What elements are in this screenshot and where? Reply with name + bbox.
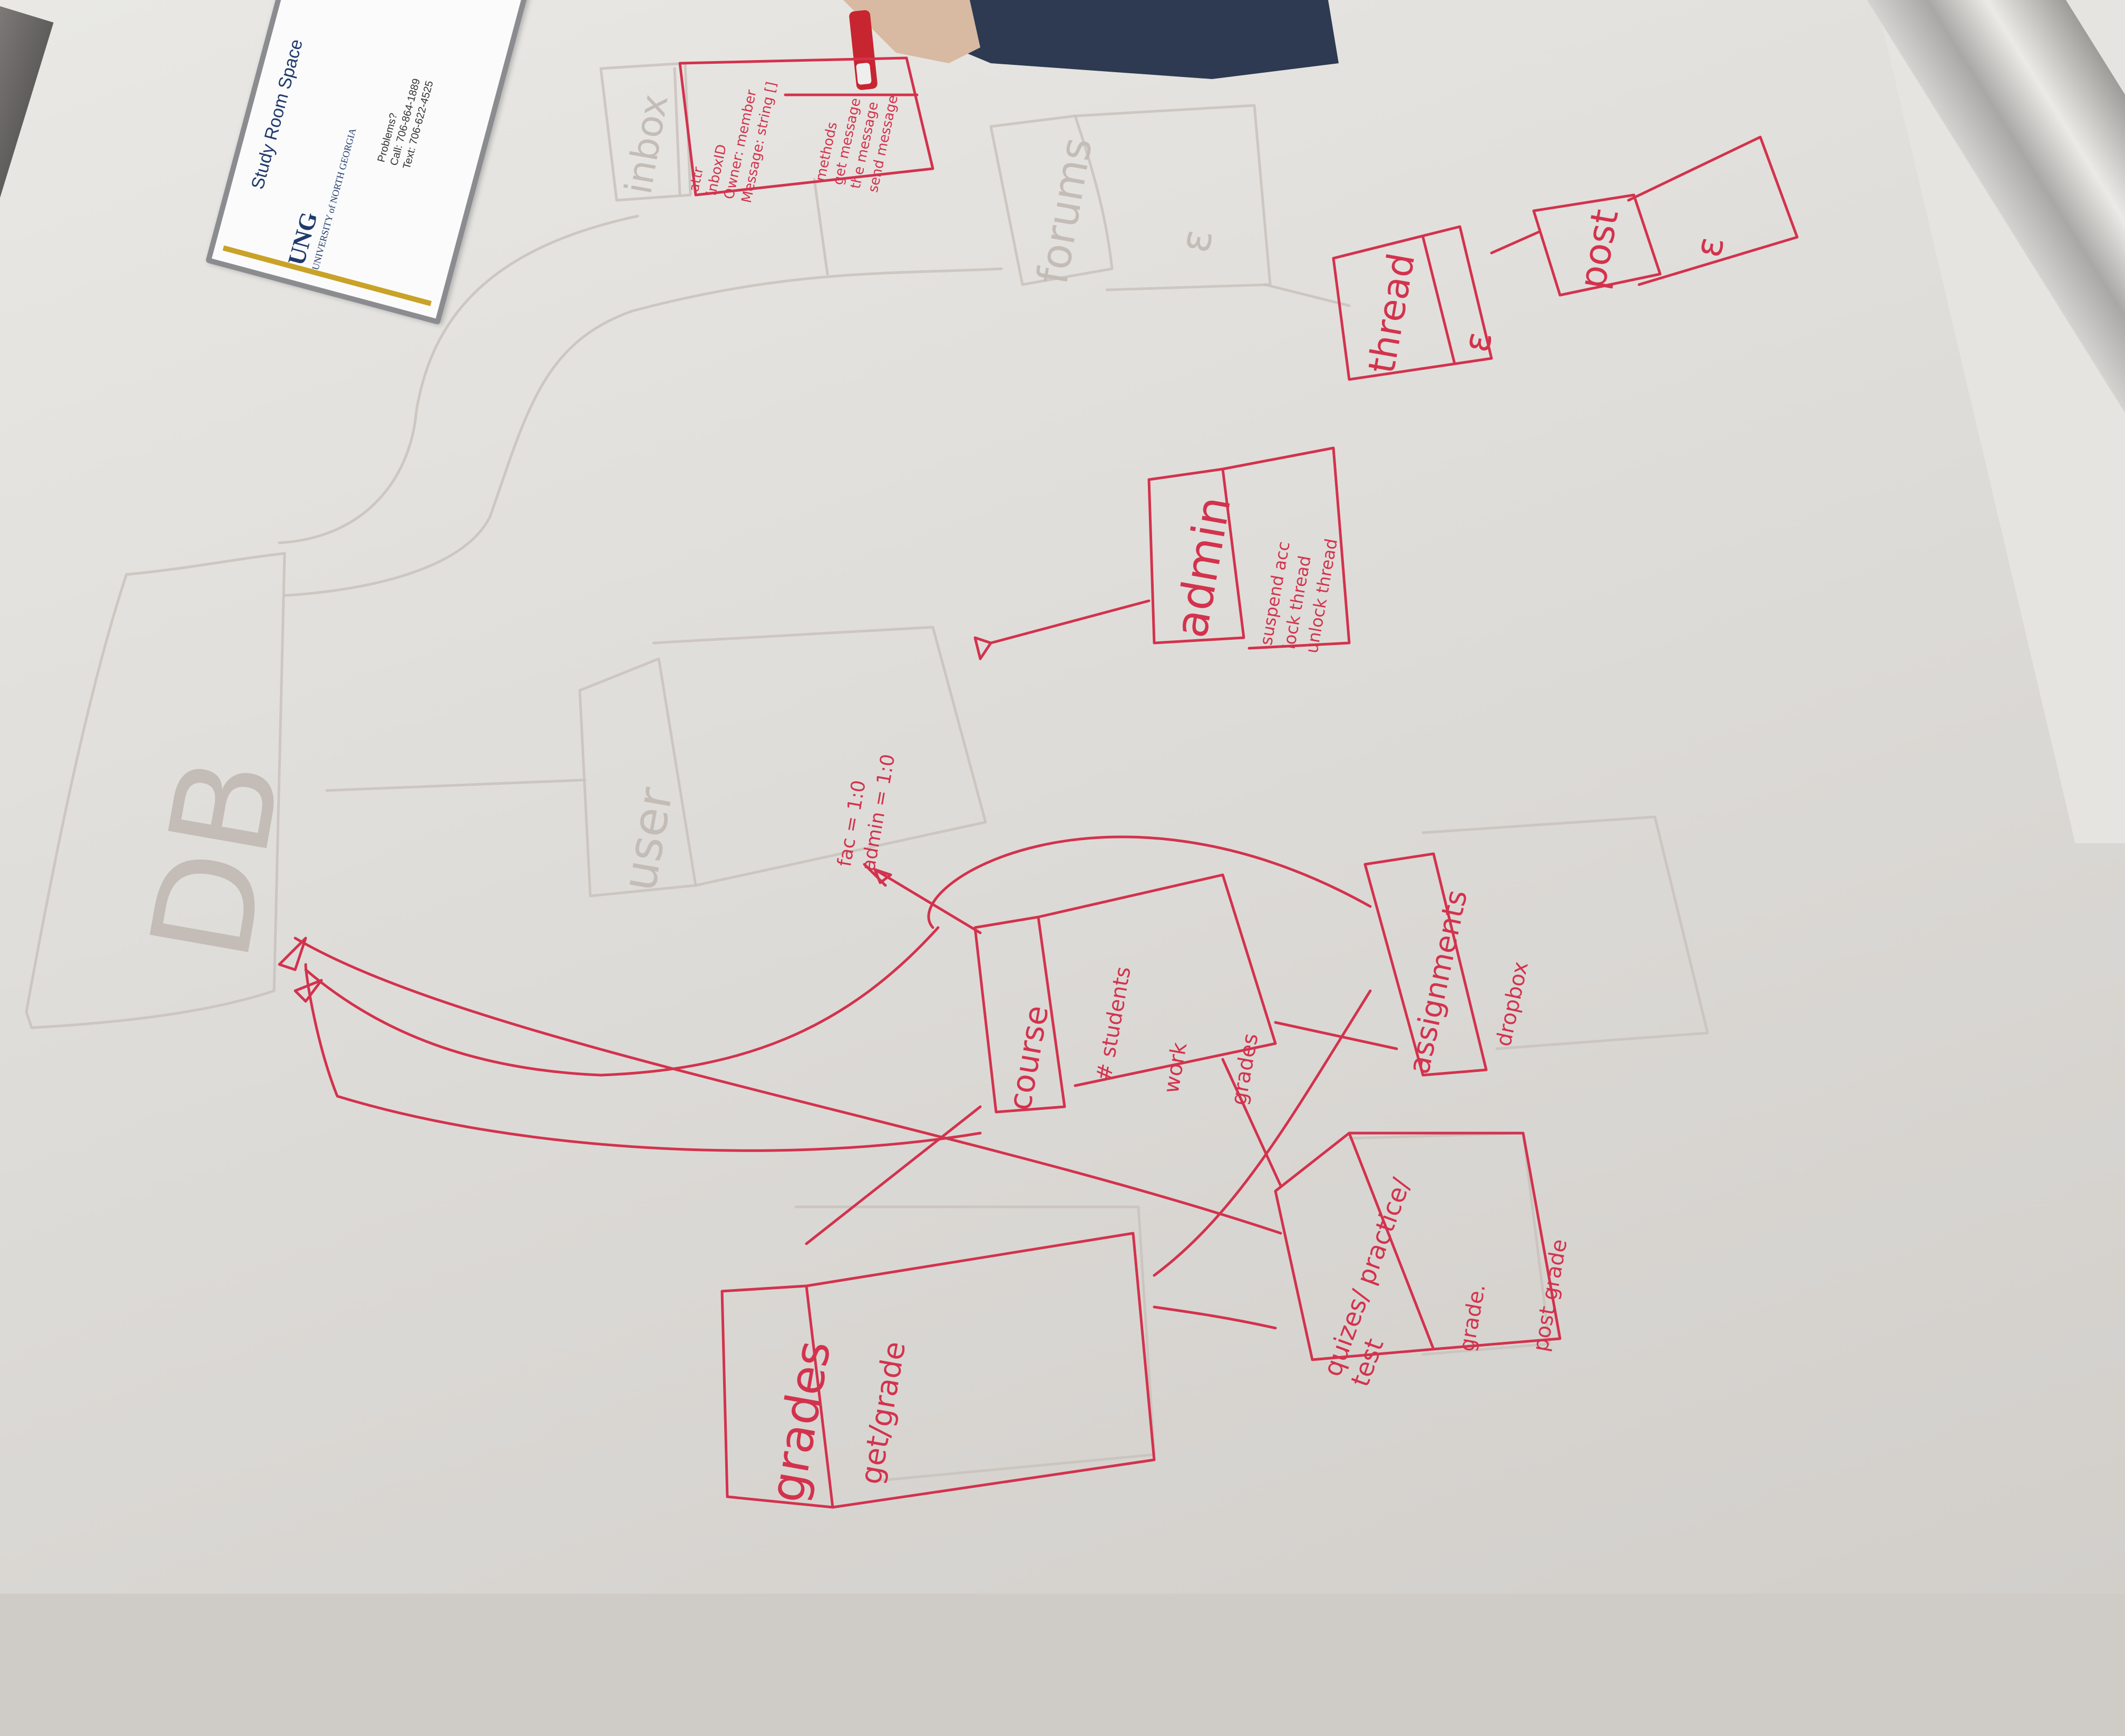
- course-to-quizzes-line: [1221, 1058, 1282, 1187]
- course-class: [873, 868, 1277, 1114]
- assignments-to-db-curve: [927, 835, 1372, 929]
- forums-to-thread-line: [1263, 283, 1351, 307]
- grades-to-assignments-line: [1153, 989, 1372, 1277]
- db-to-forums-line: [283, 267, 1003, 597]
- inbox-box: [599, 62, 692, 202]
- grades-class: [720, 1105, 1156, 1509]
- quizzes-class: [1274, 1132, 1562, 1361]
- diagram-drawing: [25, 0, 1799, 1509]
- user-attr-box: [652, 626, 987, 887]
- inbox-divider: [673, 67, 681, 197]
- forums-divider: [1074, 104, 1272, 291]
- forums-box: [989, 114, 1114, 286]
- quizzes-to-db-curve: [294, 937, 1282, 1235]
- db-to-user-line: [325, 778, 587, 792]
- post-class: [1532, 135, 1799, 297]
- inbox-class: [678, 56, 934, 197]
- db-box: [25, 552, 286, 1029]
- db-to-inbox-line: [278, 214, 639, 544]
- thread-class: [1332, 225, 1541, 381]
- admin-class: [973, 446, 1351, 660]
- course-to-db-curve: [304, 926, 940, 1077]
- quizzes-attr-box: [1348, 1132, 1551, 1356]
- hand-holding-marker: [843, 0, 1339, 90]
- grades-to-db-curve: [304, 963, 982, 1152]
- db-arrowheads: [278, 937, 323, 1003]
- grades-to-quizzes-line: [1153, 1305, 1277, 1330]
- assignments-class: [1274, 852, 1488, 1077]
- inbox-to-forums-line: [813, 178, 829, 276]
- grades-attr-box: [794, 1205, 1156, 1483]
- assignments-attr-box: [1421, 815, 1709, 1050]
